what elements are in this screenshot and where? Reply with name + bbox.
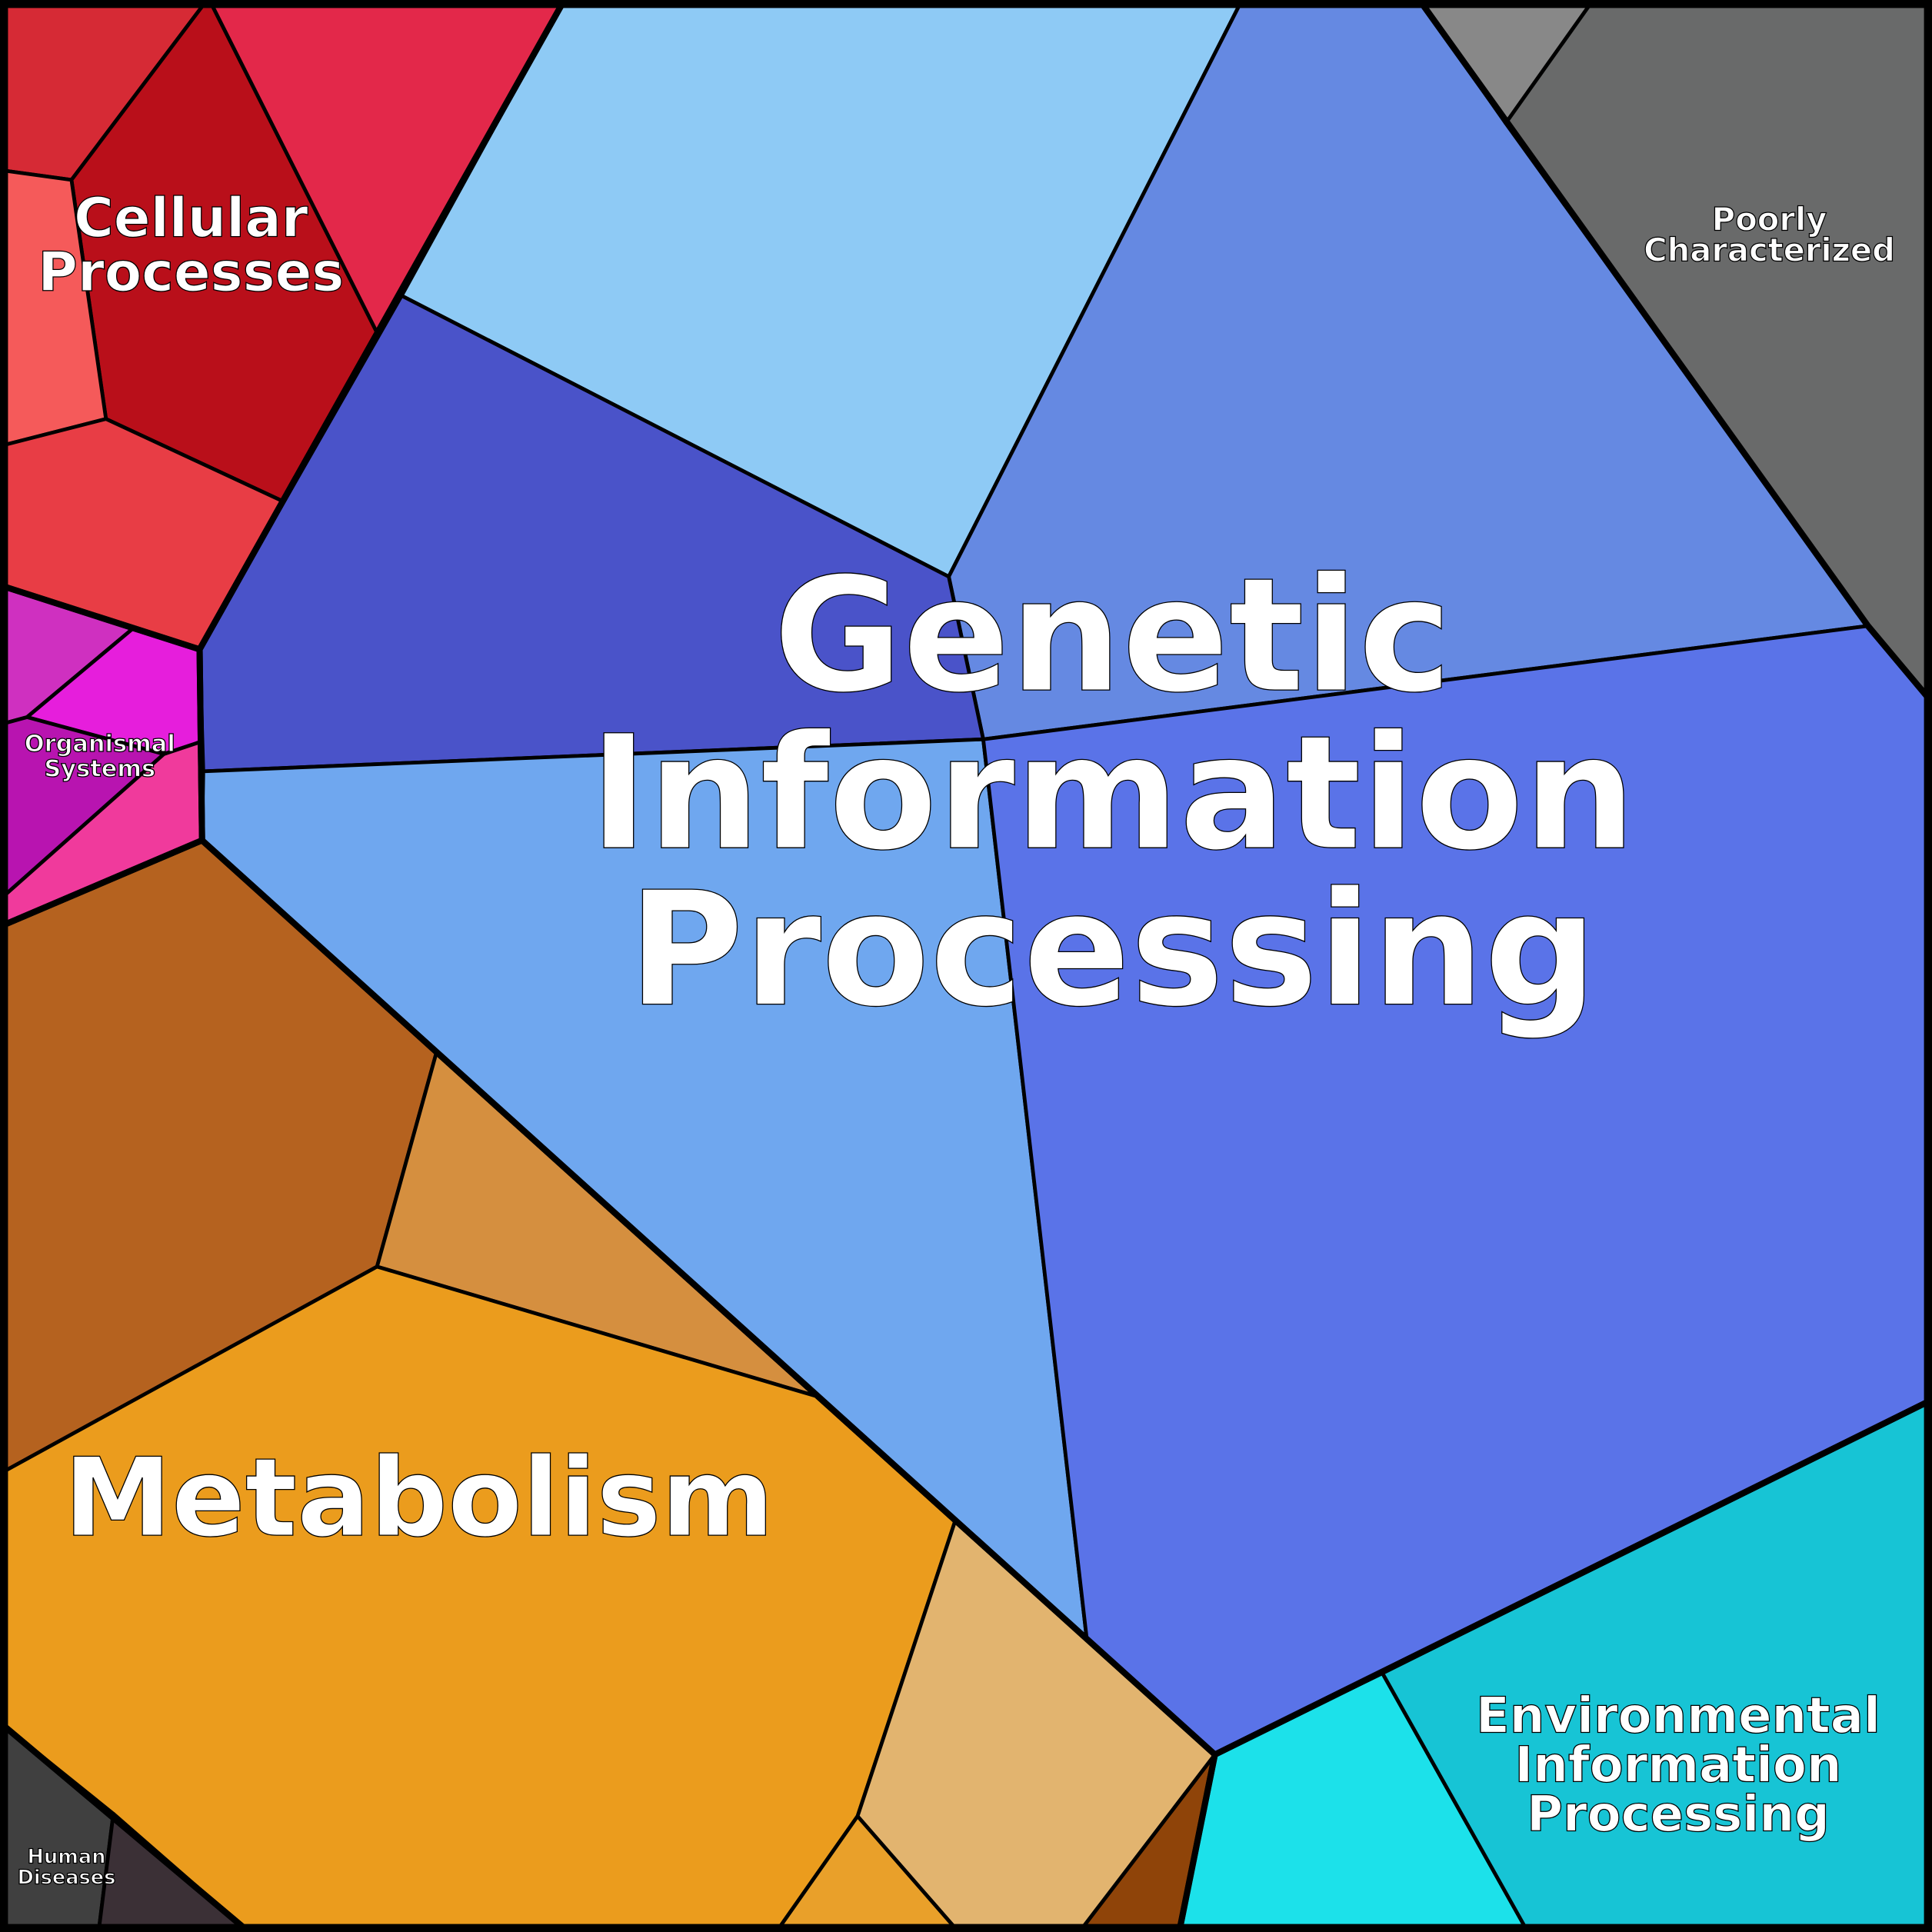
- metabolism-label: Metabolism: [64, 1435, 774, 1561]
- poorly-label-line: Characterized: [1644, 232, 1895, 269]
- environmental-group-outline: [1176, 1396, 1932, 1932]
- cellular-label-line: Processes: [38, 241, 344, 304]
- metabolism-cell: [774, 1814, 961, 1932]
- genetic-label-line: Processing: [628, 859, 1597, 1042]
- genetic-label-line: Information: [589, 702, 1636, 885]
- metabolism-label-line: Metabolism: [64, 1435, 774, 1561]
- environmental-label-line: Processing: [1527, 1787, 1830, 1844]
- metabolism-group-outline: [0, 837, 1218, 1932]
- organismal-label-line: Systems: [44, 755, 155, 782]
- poorly-group-outline: [1416, 0, 1932, 706]
- genetic-label-line: Genetic: [774, 545, 1452, 728]
- human-label-line: Human: [28, 1845, 106, 1868]
- human-label-line: Diseases: [18, 1867, 116, 1890]
- cellular-label-line: Cellular: [74, 187, 308, 250]
- environmental-label-line: Environmental: [1476, 1687, 1880, 1744]
- organismal-label-line: Organismal: [25, 731, 175, 758]
- poorly-label-line: Poorly: [1712, 201, 1827, 238]
- environmental-label-line: Information: [1514, 1737, 1841, 1794]
- human-group-outline: [0, 1719, 252, 1932]
